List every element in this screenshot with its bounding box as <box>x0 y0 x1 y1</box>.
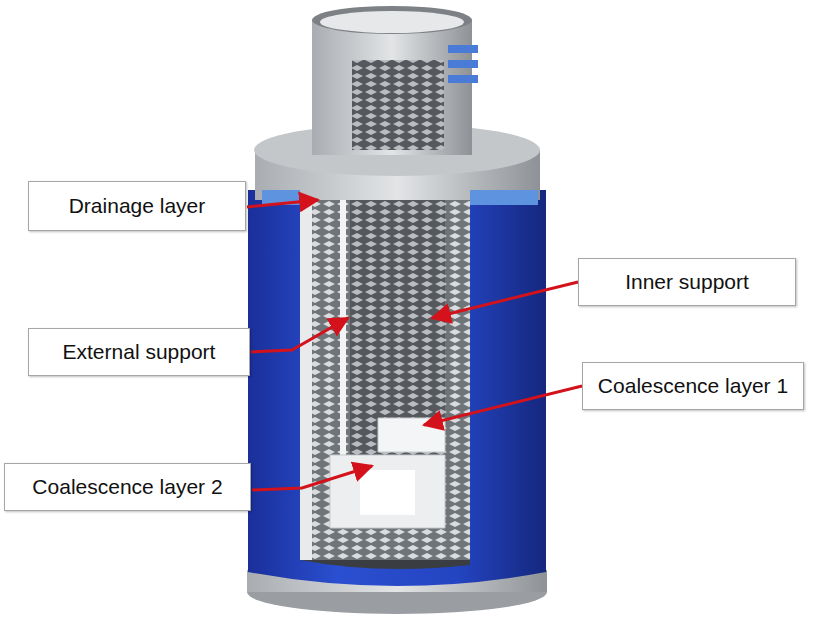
part-label: Drainage layer <box>69 194 206 218</box>
label-box: External support <box>28 328 250 376</box>
label-box: Inner support <box>578 258 796 306</box>
part-label: External support <box>63 340 216 364</box>
label-box: Coalescence layer 1 <box>582 362 804 410</box>
label-box: Drainage layer <box>28 181 246 231</box>
part-label: Inner support <box>625 270 749 294</box>
part-label: Coalescence layer 1 <box>598 374 788 398</box>
label-box: Coalescence layer 2 <box>4 463 251 511</box>
part-label: Coalescence layer 2 <box>32 475 222 499</box>
